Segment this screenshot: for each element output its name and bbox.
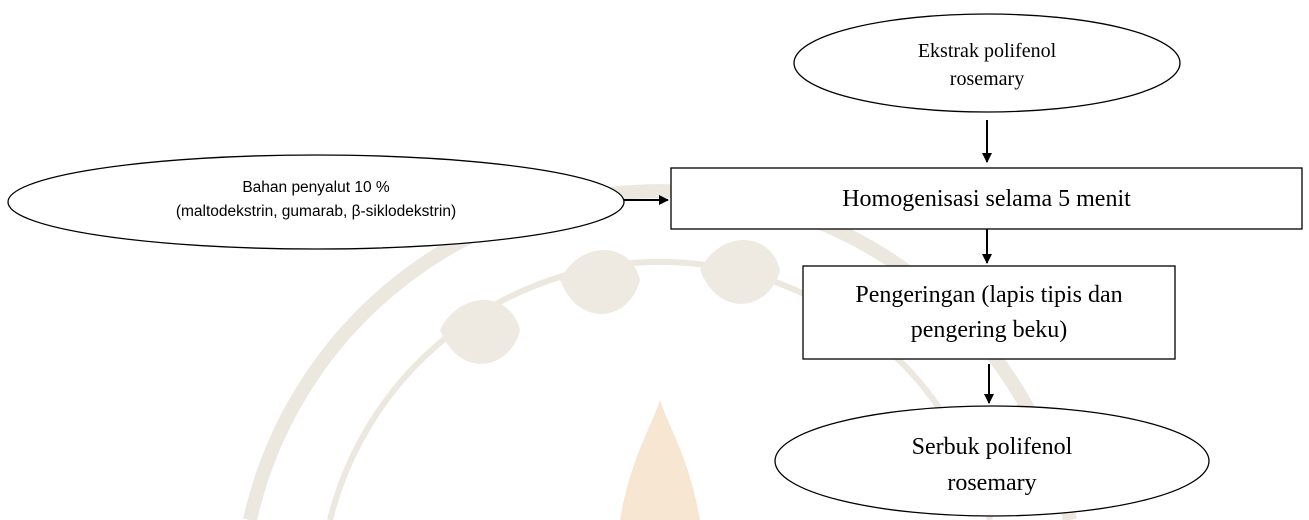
homogenize-box [670, 167, 1303, 230]
powder-label: Serbuk polifenol rosemary [810, 427, 1174, 503]
coating-label-line1: Bahan penyalut 10 % [242, 179, 390, 196]
coating-label-line2: (maltodekstrin, gumarab, β-siklodekstrin… [175, 203, 457, 220]
drying-label-line1: Pengeringan (lapis tipis dan [855, 281, 1123, 308]
powder-label-line2: rosemary [947, 470, 1037, 496]
homogenize-label-text: Homogenisasi selama 5 menit [842, 185, 1131, 212]
drying-box [802, 265, 1176, 360]
drying-label: Pengeringan (lapis tipis dan pengering b… [803, 266, 1175, 359]
drying-label-line2: pengering beku) [910, 316, 1068, 343]
homogenize-label: Homogenisasi selama 5 menit [671, 168, 1302, 229]
extract-label-line2: rosemary [949, 68, 1025, 90]
extract-label-line1: Ekstrak polifenol [917, 40, 1057, 62]
powder-label-line1: Serbuk polifenol [911, 434, 1073, 460]
powder-ellipse [774, 405, 1210, 517]
extract-label: Ekstrak polifenol rosemary [817, 36, 1157, 94]
coating-label: Bahan penyalut 10 % (maltodekstrin, guma… [60, 172, 572, 228]
extract-ellipse [793, 13, 1181, 113]
coating-ellipse [7, 154, 625, 250]
